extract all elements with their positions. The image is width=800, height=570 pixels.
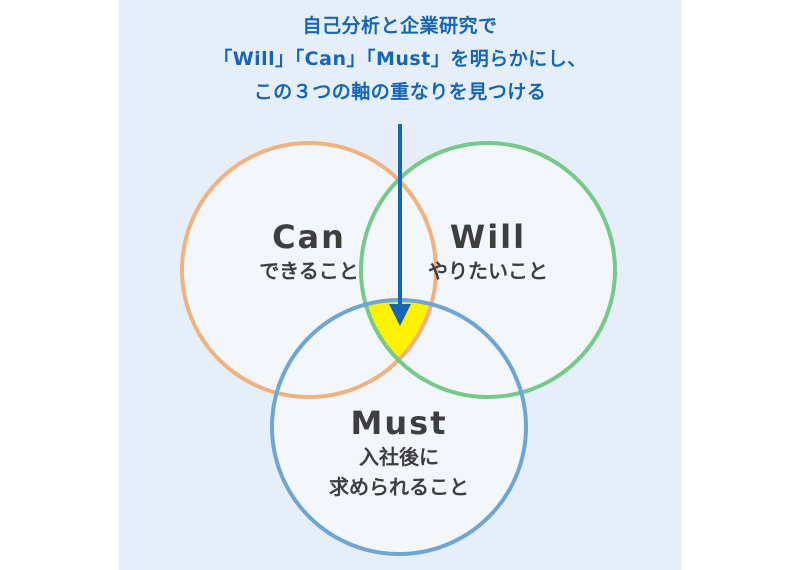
diagram-heading: 自己分析と企業研究で 「Will」「Can」「Must」を明らかにし、 この３つ… [119,10,681,109]
circle-can-ring [180,141,438,399]
can-title: Can [272,218,346,256]
must-subtitle-line-1: 入社後に [359,445,439,469]
heading-line-2: 「Will」「Can」「Must」を明らかにし、 [213,48,587,70]
arrow-down-icon [389,124,411,326]
can-label: Can できること [209,218,409,286]
will-title: Will [449,218,527,256]
must-title: Must [350,404,448,442]
will-subtitle: やりたいこと [428,259,548,283]
must-label: Must 入社後に 求められること [299,404,499,502]
heading-line-1: 自己分析と企業研究で [302,15,498,37]
circle-must-fill [272,300,526,554]
can-subtitle: できること [259,259,359,283]
will-label: Will やりたいこと [388,218,588,286]
must-subtitle-line-2: 求められること [329,475,469,499]
heading-line-3: この３つの軸の重なりを見つける [253,81,547,103]
circle-will-ring [359,141,617,399]
